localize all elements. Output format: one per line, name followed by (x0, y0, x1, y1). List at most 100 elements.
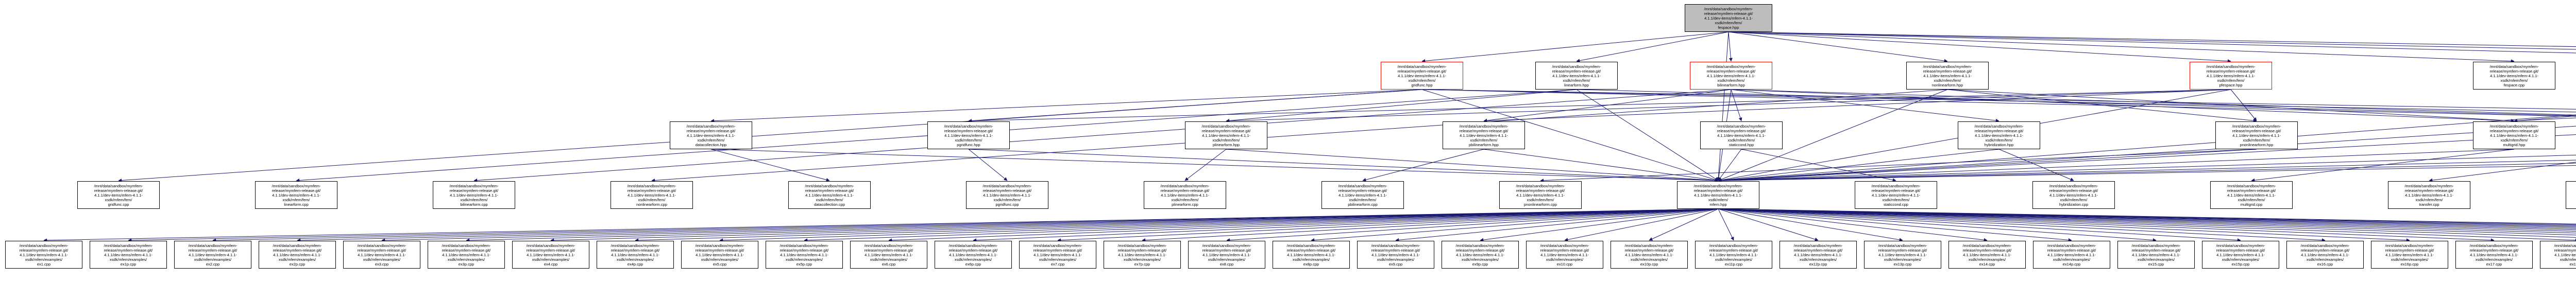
graph-node[interactable]: /mnt/data/sandbox/mymfem-release/mymfem-… (1535, 62, 1618, 90)
dependency-edge (473, 89, 1732, 183)
graph-node[interactable]: /mnt/data/sandbox/mymfem-release/mymfem-… (343, 241, 420, 269)
node-file-name: ex5p.cpp (796, 261, 812, 267)
node-file-name: ex12p.cpp (1809, 261, 1827, 267)
graph-node[interactable]: /mnt/data/sandbox/mymfem-release/mymfem-… (1499, 181, 1582, 209)
graph-node[interactable]: /mnt/data/sandbox/mymfem-release/mymfem-… (512, 241, 589, 269)
node-path-line: /mnt/data/sandbox/mymfem- (1540, 243, 1589, 248)
dependency-edge (1421, 89, 2576, 110)
node-path-line: release/mymfem-release.git/ (1706, 68, 1756, 74)
node-path-line: /mnt/data/sandbox/mymfem- (1202, 243, 1251, 248)
graph-node[interactable]: /mnt/data/sandbox/mymfem-release/mymfem-… (935, 241, 1012, 269)
graph-node[interactable]: /mnt/data/sandbox/mymfem-release/mymfem-… (788, 181, 871, 209)
node-file-name: ex1.cpp (37, 261, 51, 267)
dependency-edge (888, 208, 1719, 242)
graph-node[interactable]: /mnt/data/sandbox/mymfem-release/mymfem-… (2210, 181, 2293, 209)
graph-node[interactable]: /mnt/data/sandbox/mymfem-release/mymfem-… (2033, 241, 2110, 269)
graph-node[interactable]: /mnt/data/sandbox/mymfem-release/mymfem-… (2215, 121, 2298, 149)
graph-node[interactable]: /mnt/data/sandbox/mymfem-release/mymfem-… (1611, 241, 1688, 269)
dependency-edge (710, 149, 1719, 183)
graph-node[interactable]: /mnt/data/sandbox/mymfem-release/mymfem-… (2371, 241, 2448, 269)
graph-node[interactable]: /mnt/data/sandbox/mymfem-release/mymfem-… (2286, 241, 2364, 269)
graph-node[interactable]: /mnt/data/sandbox/mymfem-release/mymfem-… (1381, 62, 1463, 90)
graph-node[interactable]: /mnt/data/sandbox/mymfem-release/mymfem-… (1948, 241, 2026, 269)
node-dir-line: xsdk/mfem/examples/ (1884, 257, 1922, 262)
dependency-edge (1728, 31, 2576, 47)
graph-node[interactable]: /mnt/data/sandbox/mymfem-release/mymfem-… (1906, 62, 1989, 90)
dependency-edge (1718, 149, 2257, 183)
graph-node[interactable]: /mnt/data/sandbox/mymfem-release/mymfem-… (259, 241, 336, 269)
node-path-line: 4.1.1/dev-items/mfem-4.1.1- (2047, 252, 2096, 257)
node-path-line: release/mymfem-release.git/ (94, 188, 143, 193)
graph-node[interactable]: /mnt/data/sandbox/mymfem-release/mymfem-… (1144, 181, 1226, 209)
graph-node[interactable]: /mnt/data/sandbox/mymfem-release/mymfem-… (1677, 181, 1759, 209)
node-path-line: 4.1.1/dev-items/mfem-4.1.1- (780, 252, 828, 257)
graph-node[interactable]: /mnt/data/sandbox/mymfem-release/mymfem-… (766, 241, 843, 269)
graph-node[interactable]: /mnt/data/sandbox/mymfem-release/mymfem-… (1442, 241, 1519, 269)
graph-node[interactable]: /mnt/data/sandbox/mymfem-release/mymfem-… (670, 121, 752, 149)
graph-node[interactable]: /mnt/data/sandbox/mymfem-release/mymfem-… (1855, 181, 1937, 209)
graph-node[interactable]: /mnt/data/sandbox/mymfem-release/mymfem-… (2566, 181, 2576, 209)
graph-node[interactable]: /mnt/data/sandbox/mymfem-release/mymfem-… (1321, 181, 1404, 209)
graph-node[interactable]: /mnt/data/sandbox/mymfem-release/mymfem-… (1273, 241, 1350, 269)
graph-node[interactable]: /mnt/data/sandbox/mymfem-release/mymfem-… (2540, 241, 2576, 269)
graph-node[interactable]: /mnt/data/sandbox/mymfem-release/mymfem-… (1185, 121, 1267, 149)
graph-node[interactable]: /mnt/data/sandbox/mymfem-release/mymfem-… (77, 181, 160, 209)
node-dir-line: xsdk/mfem/examples/ (278, 257, 316, 262)
node-file-name: nonlinearform.hpp (1931, 82, 1963, 87)
graph-node[interactable]: /mnt/data/sandbox/mymfem-release/mymfem-… (2455, 241, 2533, 269)
graph-node[interactable]: /mnt/data/sandbox/mymfem-release/mymfem-… (1690, 62, 1772, 90)
dependency-edge (1728, 31, 2515, 63)
graph-node[interactable]: /mnt/data/sandbox/mymfem-release/mymfem-… (5, 241, 82, 269)
graph-node[interactable]: /mnt/data/sandbox/mymfem-release/mymfem-… (1526, 241, 1603, 269)
graph-node[interactable]: /mnt/data/sandbox/mymfem-release/mymfem-… (2473, 62, 2555, 90)
graph-node[interactable]: /mnt/data/sandbox/mymfem-release/mymfem-… (1188, 241, 1265, 269)
node-path-line: release/mymfem-release.git/ (864, 247, 913, 253)
node-path-line: 4.1.1/dev-items/mfem-4.1.1- (273, 252, 321, 257)
graph-node[interactable]: /mnt/data/sandbox/mymfem-release/mymfem-… (1019, 241, 1096, 269)
node-path-line: release/mymfem-release.git/ (2489, 68, 2539, 74)
dependency-edge (1718, 208, 2072, 242)
node-file-name: bilinearform.cpp (460, 202, 488, 207)
graph-node[interactable]: /mnt/data/sandbox/mymfem-release/mymfem-… (2117, 241, 2195, 269)
graph-node[interactable]: /mnt/data/sandbox/mymfem-release/mymfem-… (90, 241, 167, 269)
graph-node[interactable]: /mnt/data/sandbox/mymfem-release/mymfem-… (597, 241, 674, 269)
graph-node[interactable]: /mnt/data/sandbox/mymfem-release/mymfem-… (966, 181, 1048, 209)
graph-node[interactable]: /mnt/data/sandbox/mymfem-release/mymfem-… (1780, 241, 1857, 269)
node-path-line: release/mymfem-release.git/ (1704, 11, 1753, 16)
node-dir-line: xsdk/mfem/fem/ (460, 197, 488, 202)
node-dir-line: xsdk/mfem/examples/ (1377, 257, 1415, 262)
graph-node[interactable]: /mnt/data/sandbox/mymfem-release/mymfem-… (2202, 241, 2279, 269)
graph-node[interactable]: /mnt/data/sandbox/mymfem-release/mymfem-… (681, 241, 758, 269)
graph-node[interactable]: /mnt/data/sandbox/mymfem-release/mymfem-… (428, 241, 505, 269)
node-path-line: release/mymfem-release.git/ (357, 247, 406, 253)
graph-node[interactable]: /mnt/data/sandbox/mymfem-release/mymfem-… (2388, 181, 2470, 209)
node-path-line: /mnt/data/sandbox/mymfem- (273, 243, 322, 248)
graph-node[interactable]: /mnt/data/sandbox/mymfem-release/mymfem-… (2473, 121, 2555, 149)
graph-node[interactable]: /mnt/data/sandbox/mymfem-release/mymfem-… (174, 241, 251, 269)
graph-node[interactable]: /mnt/data/sandbox/mymfem-release/mymfem-… (1104, 241, 1181, 269)
graph-node[interactable]: /mnt/data/sandbox/mymfem-release/mymfem-… (611, 181, 693, 209)
graph-node[interactable]: /mnt/data/sandbox/mymfem-release/mymfem-… (1864, 241, 1941, 269)
node-path-line: /mnt/data/sandbox/mymfem- (1709, 243, 1758, 248)
graph-node[interactable]: /mnt/data/sandbox/mymfem-release/mymfem-… (2190, 62, 2272, 90)
graph-node[interactable]: /mnt/data/sandbox/mymfem-release/mymfem-… (1695, 241, 1772, 269)
node-path-line: /mnt/data/sandbox/mymfem- (805, 183, 854, 188)
graph-node[interactable]: /mnt/data/sandbox/mymfem-release/mymfem-… (1443, 121, 1525, 149)
node-path-line: 4.1.1/dev-items/mfem-4.1.1- (1704, 15, 1753, 21)
dependency-edge (212, 208, 1719, 242)
node-path-line: 4.1.1/dev-items/mfem-4.1.1- (949, 252, 997, 257)
graph-node[interactable]: /mnt/data/sandbox/mymfem-release/mymfem-… (850, 241, 927, 269)
node-path-line: release/mymfem-release.git/ (944, 128, 993, 133)
graph-node[interactable]: /mnt/data/sandbox/mymfem-release/mymfem-… (433, 181, 515, 209)
node-dir-line: xsdk/mfem/examples/ (616, 257, 654, 262)
node-file-name: datacollection.hpp (695, 142, 727, 147)
graph-node[interactable]: /mnt/data/sandbox/mymfem-release/mymfem-… (1357, 241, 1434, 269)
graph-node[interactable]: /mnt/data/sandbox/mymfem-release/mymfem-… (1958, 121, 2040, 149)
graph-node[interactable]: /mnt/data/sandbox/mymfem-release/mymfem-… (1700, 121, 1783, 149)
graph-node[interactable]: /mnt/data/sandbox/mymfem-release/mymfem-… (255, 181, 337, 209)
node-file-name: ex6p.cpp (965, 261, 981, 267)
graph-node[interactable]: /mnt/data/sandbox/mymfem-release/mymfem-… (2032, 181, 2115, 209)
dependency-edge (1540, 149, 2257, 183)
node-path-line: 4.1.1/dev-items/mfem-4.1.1- (1963, 252, 2011, 257)
graph-node[interactable]: /mnt/data/sandbox/mymfem-release/mymfem-… (927, 121, 1010, 149)
